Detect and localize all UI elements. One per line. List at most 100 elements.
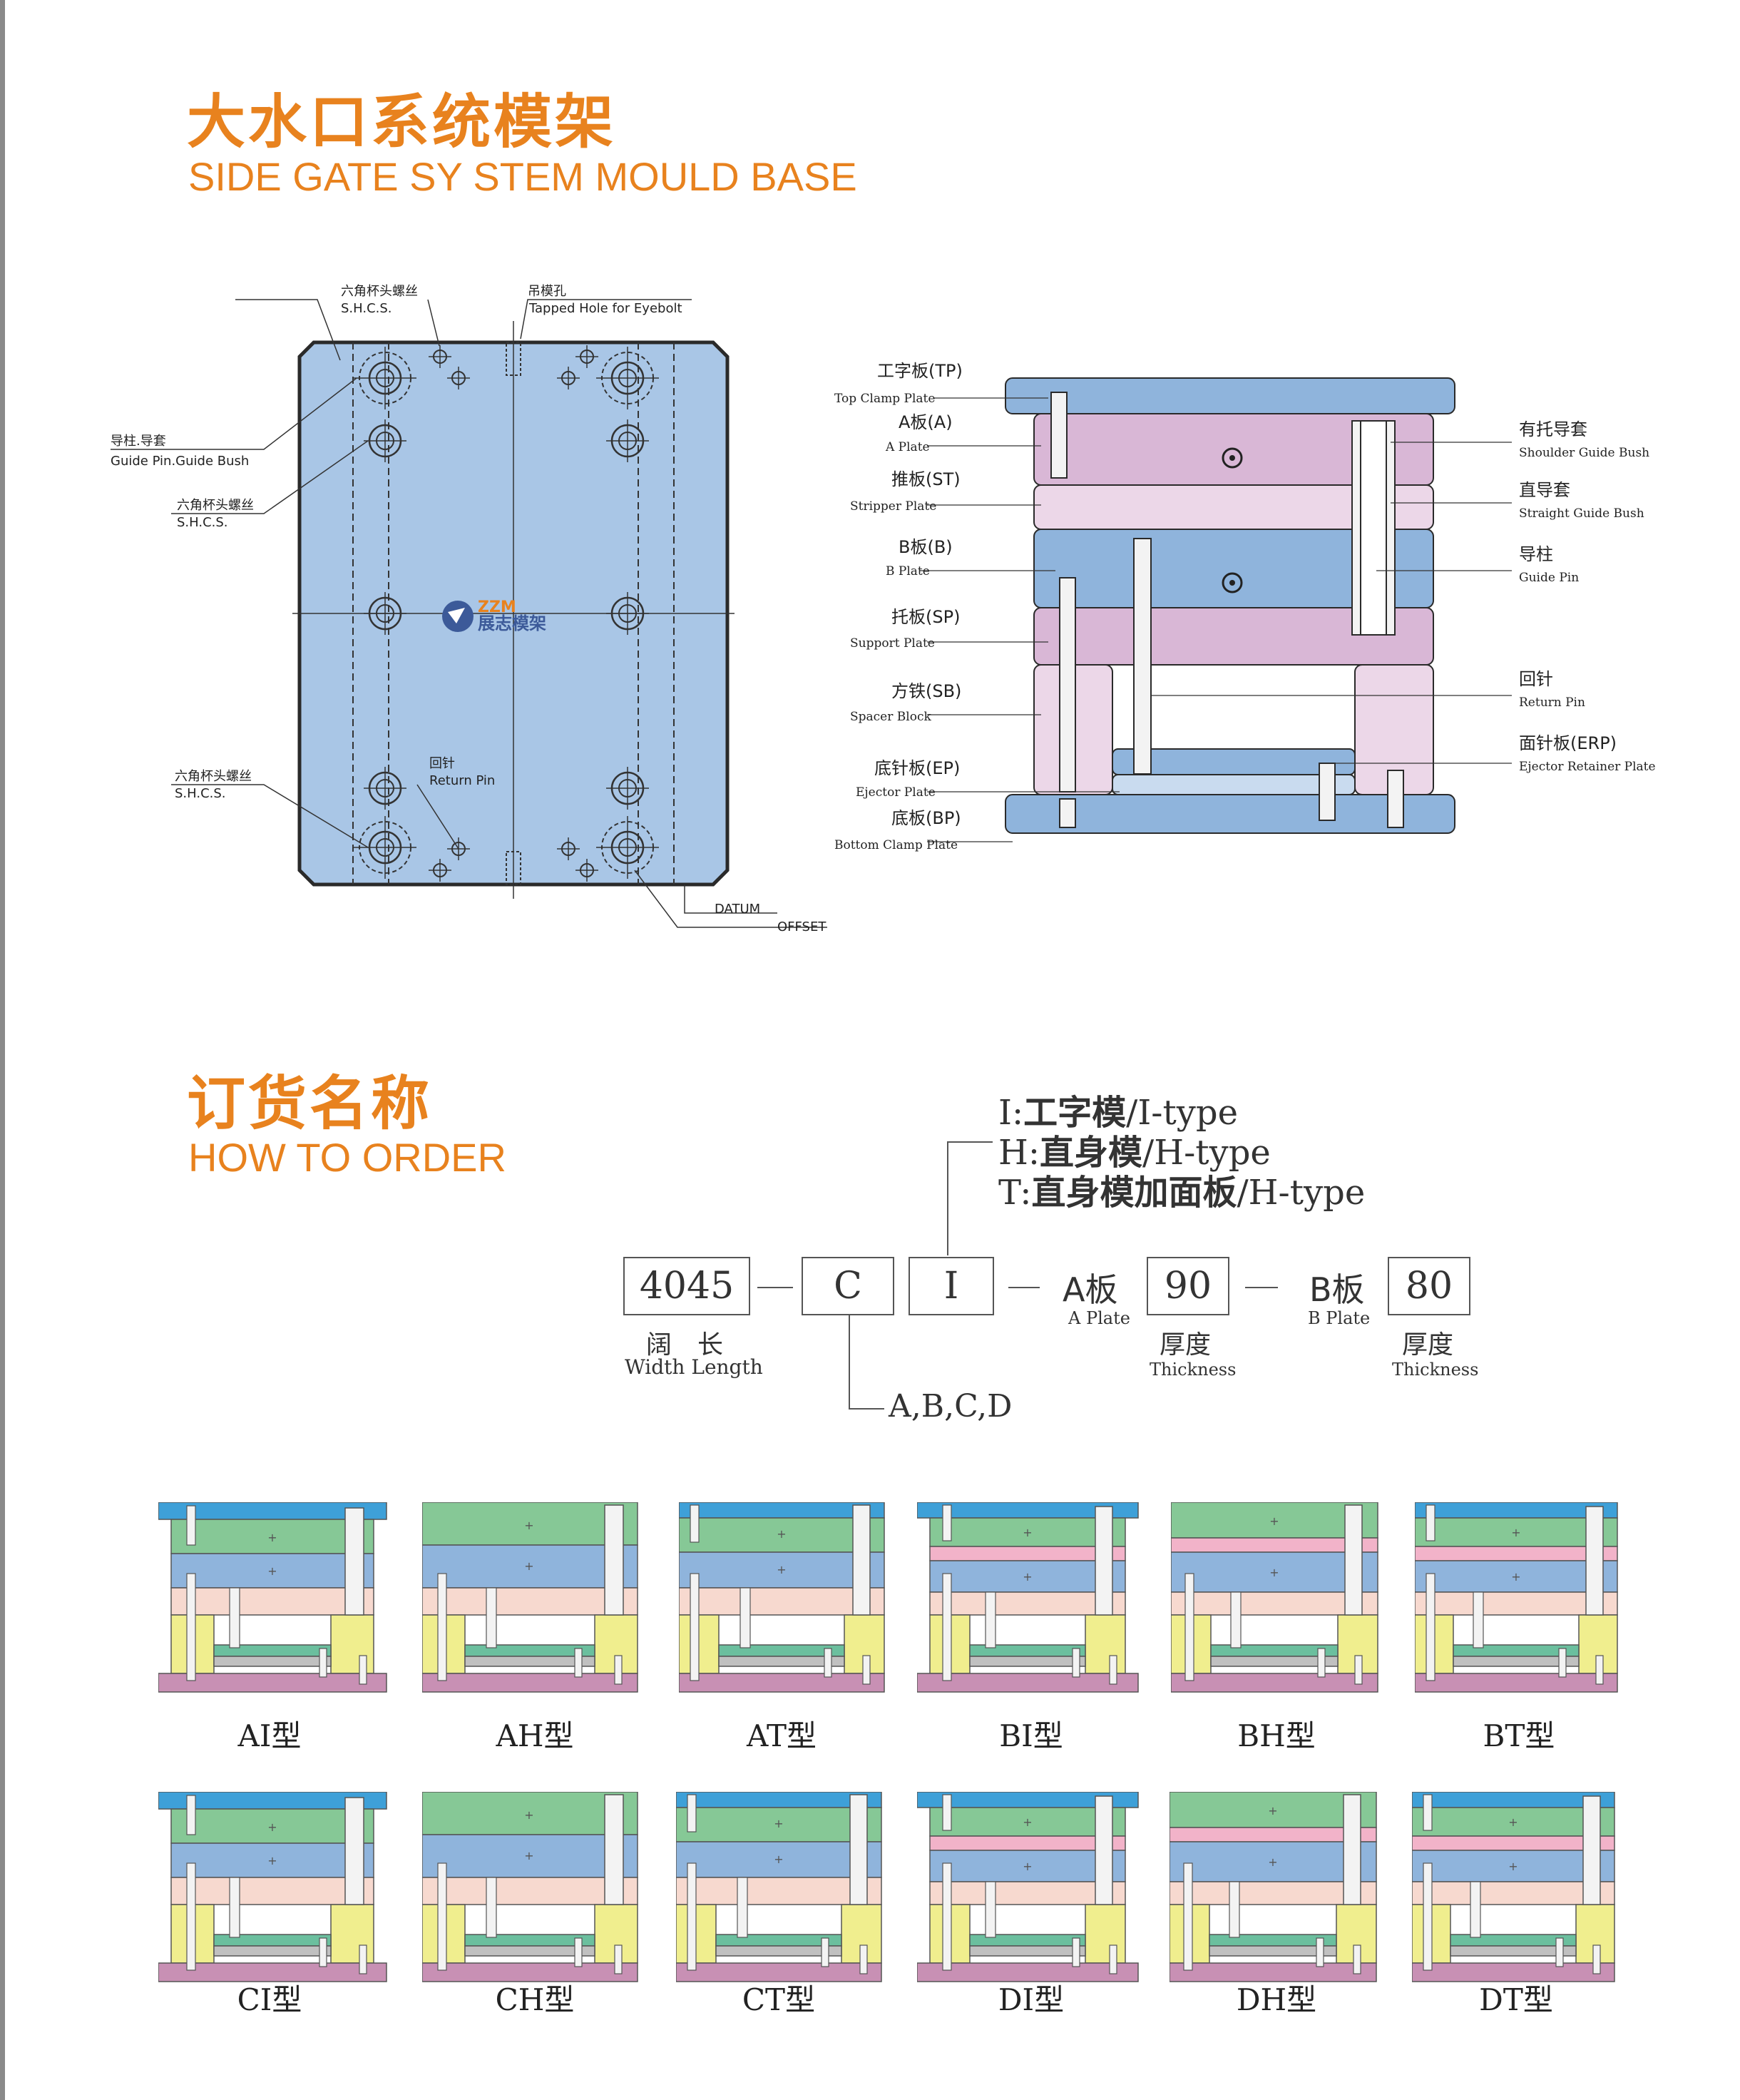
type-caption-di: DI型 (998, 1982, 1065, 2017)
label-shcs-mid-en: S.H.C.S. (177, 515, 228, 530)
screw-bottom (1387, 770, 1404, 828)
label-shcs-low-en: S.H.C.S. (175, 786, 226, 801)
screw-top (1050, 392, 1068, 479)
label-shoulder-cn: 有托导套 (1519, 419, 1587, 439)
thumb-bh (1171, 1502, 1378, 1693)
type-caption-ci: CI型 (237, 1982, 302, 2017)
label-a-en: A Plate (885, 440, 930, 454)
label-shoulder-en: Shoulder Guide Bush (1519, 446, 1649, 460)
label-returnpin-en: Return Pin (1519, 695, 1585, 710)
label-st-en: Stripper Plate (850, 499, 936, 514)
label-sp-en: Support Plate (850, 636, 935, 651)
thumb-ct (676, 1792, 882, 1982)
type-caption-ch: CH型 (495, 1982, 575, 2017)
label-straight-en: Straight Guide Bush (1519, 506, 1644, 521)
type-option-h: H:直身模/H-type (998, 1133, 1271, 1173)
order-type-box: I (909, 1257, 994, 1315)
type-caption-at: AT型 (746, 1718, 817, 1753)
section1-title-cn: 大水口系统模架 (187, 88, 617, 156)
label-offset: OFFSET (777, 919, 826, 934)
thumb-ci (158, 1792, 387, 1982)
label-guidepin-cn: 导柱 (1519, 544, 1553, 564)
label-b-cn: B板(B) (899, 537, 953, 557)
label-bp-cn: 底板(BP) (891, 808, 961, 828)
label-returnpin-cn: 回针 (1519, 669, 1553, 689)
label-bp-en: Bottom Clamp Plate (834, 838, 958, 852)
label-ep-cn: 底针板(EP) (874, 758, 960, 778)
eyebolt-hole (506, 342, 521, 885)
label-b-en: B Plate (886, 564, 930, 578)
thumb-ch (422, 1792, 638, 1982)
order-a-thickness-box: 90 (1147, 1257, 1229, 1315)
label-st-cn: 推板(ST) (891, 469, 961, 489)
thumb-bi (917, 1502, 1139, 1693)
label-shcs-mid-cn: 六角杯头螺丝 (177, 498, 254, 513)
type-caption-bt: BT型 (1483, 1718, 1555, 1753)
label-tp-en: Top Clamp Plate (834, 392, 935, 406)
type-caption-bh: BH型 (1237, 1718, 1316, 1753)
thumb-di (917, 1792, 1139, 1982)
order-b-thickness-box: 80 (1388, 1257, 1470, 1315)
b-plate-label-cn: B板 (1309, 1270, 1365, 1309)
label-sp-cn: 托板(SP) (891, 607, 960, 627)
label-guidepin-en: Guide Pin (1519, 571, 1579, 585)
label-tp-cn: 工字板(TP) (877, 361, 963, 381)
label-ep-en: Ejector Plate (856, 785, 936, 800)
b-plate-label-en: B Plate (1308, 1308, 1371, 1328)
type-caption-dh: DH型 (1236, 1982, 1317, 2017)
label-sb-cn: 方铁(SB) (891, 681, 961, 701)
logo-text: 展志模架 (478, 613, 546, 633)
a-thickness-caption-en: Thickness (1150, 1360, 1237, 1380)
label-shcs-low-cn: 六角杯头螺丝 (175, 769, 252, 784)
thumb-at (679, 1502, 885, 1693)
logo-mark-text: ZZM (478, 598, 516, 616)
label-datum: DATUM (715, 902, 760, 917)
b-thickness-caption-cn: 厚度 (1402, 1330, 1454, 1360)
a-plate-label-en: A Plate (1068, 1308, 1130, 1328)
type-option-t: T:直身模加面板/H-type (998, 1173, 1366, 1213)
thumb-bt (1415, 1502, 1618, 1693)
type-caption-ct: CT型 (742, 1982, 816, 2017)
thumb-dh (1170, 1792, 1377, 1982)
label-erp-en: Ejector Retainer Plate (1519, 760, 1656, 774)
label-eyebolt-cn: 吊模孔 (528, 284, 566, 299)
label-erp-cn: 面针板(ERP) (1519, 733, 1617, 753)
type-caption-ai: AI型 (237, 1718, 302, 1753)
section-left-labels: 工字板(TP) Top Clamp Plate A板(A) A Plate 推板… (834, 361, 963, 852)
label-sb-en: Spacer Block (850, 710, 931, 724)
section1-title-en: SIDE GATE SY STEM MOULD BASE (188, 154, 857, 199)
size-caption-cn: 阔 长 (646, 1330, 724, 1360)
plan-view-diagram: ZZM 展志模架 六角杯头螺丝 S.H.C.S. 吊模孔 Tapped Hole… (111, 284, 827, 934)
thumb-dt (1412, 1792, 1615, 1982)
series-options: A,B,C,D (889, 1388, 1013, 1424)
b-thickness-caption-en: Thickness (1392, 1360, 1479, 1380)
label-a-cn: A板(A) (899, 412, 953, 432)
logo-mark: ZZM 展志模架 (442, 598, 546, 633)
label-shcs-top-en: S.H.C.S. (341, 301, 392, 316)
a-plate-label-cn: A板 (1063, 1270, 1118, 1309)
label-return-cn: 回针 (429, 756, 455, 771)
label-guide-en: Guide Pin.Guide Bush (111, 454, 249, 469)
thumb-ai (158, 1502, 387, 1693)
label-eyebolt-en: Tapped Hole for Eyebolt (528, 301, 682, 316)
label-return-en: Return Pin (429, 773, 495, 788)
label-shcs-top-cn: 六角杯头螺丝 (341, 284, 418, 299)
order-series-box: C (802, 1257, 894, 1315)
screw-support (1059, 577, 1076, 792)
section2-title-en: HOW TO ORDER (188, 1135, 506, 1180)
bottom-clamp-plate (1005, 794, 1455, 834)
type-option-i: I:工字模/I-type (998, 1093, 1239, 1133)
page-edge (0, 0, 5, 2100)
type-caption-dt: DT型 (1479, 1982, 1553, 2017)
thumb-ah (422, 1502, 638, 1693)
top-clamp-plate (1005, 377, 1455, 414)
label-straight-cn: 直导套 (1519, 480, 1570, 500)
label-guide-cn: 导柱.导套 (111, 434, 166, 449)
type-caption-ah: AH型 (496, 1718, 574, 1753)
screw-ejector (1319, 763, 1336, 821)
section-right-labels: 有托导套 Shoulder Guide Bush 直导套 Straight Gu… (1519, 419, 1656, 774)
a-thickness-caption-cn: 厚度 (1160, 1330, 1212, 1360)
section2-title-cn: 订货名称 (187, 1070, 433, 1138)
size-caption-en: Width Length (625, 1355, 763, 1379)
order-size-box: 4045 (623, 1257, 750, 1315)
